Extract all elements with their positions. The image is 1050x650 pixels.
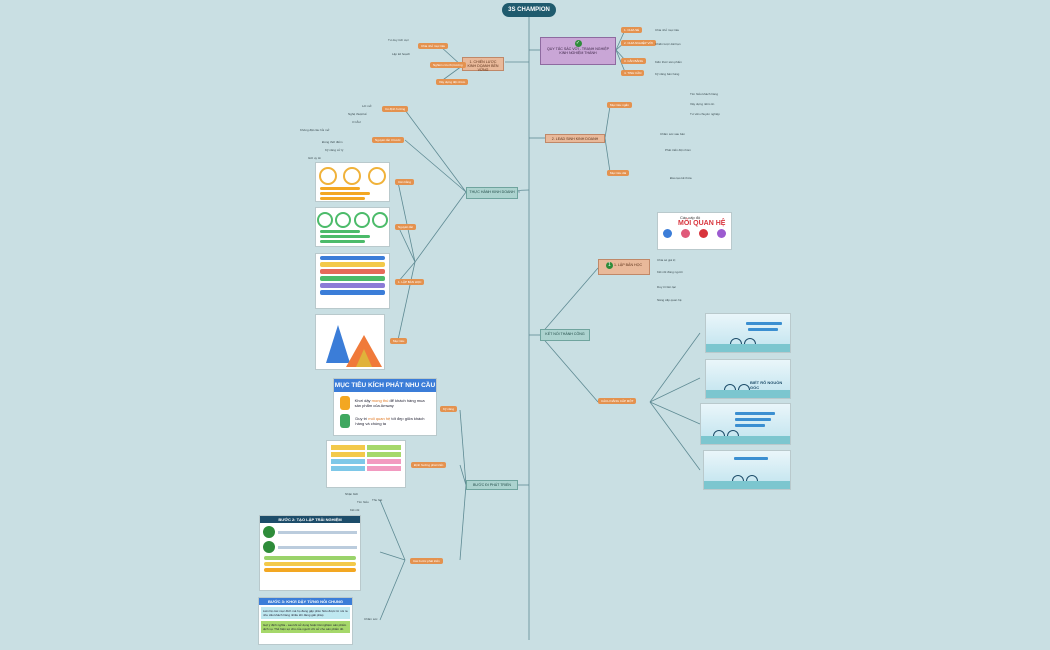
lead-note-4: Chăm sóc sau bán [660,132,686,136]
pyramid-icon [326,325,382,367]
infographic-card-2 [315,207,390,247]
bike-card-3 [700,403,791,445]
ket-noi-child-1[interactable]: 1 1. LẬP BẢN HỌC [598,259,650,275]
thuc-hanh-note-4: Không đặt câu hỏi mở [300,128,330,132]
lead-note-3: Tư vấn chuyên nghiệp [690,112,720,116]
chien-luoc-child-1[interactable]: Chia nhỏ mục tiêu [418,43,449,49]
thuc-hanh-child-4[interactable]: Nguyên tắc [395,224,417,230]
thuc-hanh-child-2[interactable]: Nguyên tắc 3 bước [372,137,404,143]
muc-tieu-title: MỤC TIÊU KÍCH PHÁT NHU CẦU [334,379,436,392]
quy-tac-note-2: Chiến lược dài hạn [655,42,681,46]
phat-trien-child-3[interactable]: Các bước phát triển [410,558,443,564]
handshake-icon [340,414,351,428]
bottom-note-1: Nhận biết [345,492,358,496]
branch-quy-tac[interactable]: ✓ QUY TẮC SÁC VỚI - TRANH NGHIỆP KINH NG… [540,37,616,65]
muc-tieu-card: MỤC TIÊU KÍCH PHÁT NHU CẦU Khơi dậy mong… [333,378,437,436]
bottom-note-3: Kết nối [350,508,360,512]
thuc-hanh-child-3[interactable]: Cân bằng [395,179,415,185]
quy-tac-child-1[interactable]: 1. CHIA SẺ [621,27,643,33]
branch-thuc-hanh[interactable]: THỰC HÀNH KINH DOANH [466,187,518,199]
muc-tieu-row-1: Khơi dậy mong thú để khách hàng mua sản … [340,396,430,410]
buoc-3-line-2: Gợi ý định nghĩa - sau khi sử dụng hoặc … [261,621,350,633]
thuc-hanh-note-2: Nghệ thuật kể [348,112,367,116]
roles-grid-card [326,440,406,488]
root-node[interactable]: 3S CHAMPION [502,3,556,17]
buoc-3-title: BƯỚC 3: KHƠI DẬY TỪNG NỖI CHUNG [259,598,352,605]
thuc-hanh-child-5[interactable]: 1. LẬP BẢN HỌC [395,279,425,285]
relationship-highlight: MỐI QUAN HỆ [678,220,726,227]
phat-trien-child-2[interactable]: Định hướng phát triển [411,462,447,468]
branch-chien-luoc[interactable]: 1. CHIẾN LƯỢC KINH DOANH BỀN VỮNG [462,57,504,72]
branch-quy-tac-label: QUY TẮC SÁC VỚI - TRANH NGHIỆP KINH NGHI… [547,47,609,55]
chien-luoc-note-2: Lập kế hoạch [392,52,411,56]
lead-note-1: Tìm hiểu khách hàng [690,92,719,96]
lead-child-1[interactable]: Mục tiêu ngắn [607,102,632,108]
quy-tac-child-2[interactable]: 2. CHIA NGHIỆP VỚI [621,40,656,46]
buoc-2-title: BƯỚC 2: TẠO LẬP TRẢI NGHIỆM [260,516,360,523]
ket-noi-note-3: Duy trì liên lạc [657,285,677,289]
quy-tac-note-4: Kỹ năng bán hàng [655,72,680,76]
bottom-note-2: Tìm hiểu [357,500,369,504]
bike-card-2: BIẾT RÕ NGUỒN GỐC [705,359,791,399]
thumbs-up-icon [340,396,350,410]
thuc-hanh-note-1: Lời mở [362,104,372,108]
buoc-3-card: BƯỚC 3: KHƠI DẬY TỪNG NỖI CHUNG Liên hệ … [258,597,353,645]
phat-trien-child-1[interactable]: Kỹ năng [440,406,458,412]
thuc-hanh-note-6: Kỹ năng xử lý [325,148,344,152]
branch-ket-noi[interactable]: KẾT NỐI THÀNH CÔNG [540,329,590,341]
ket-noi-child-2[interactable]: CÁCH NÂNG CẤP MỘT [598,398,637,404]
badge-icon: 1 [605,262,613,269]
quy-tac-child-4[interactable]: 4. TINH CẦN [621,70,645,76]
quy-tac-note-3: Kiến thức sản phẩm [655,60,682,64]
bottom-note-5: Chăm sóc [364,617,378,621]
quy-tac-child-3[interactable]: 3. CÂN BẰNG [621,58,647,64]
ket-noi-note-1: Chia sẻ giá trị [657,258,676,262]
thuc-hanh-note-3: 3 CÂU [352,120,361,124]
relationship-card: Các cấp độ MỐI QUAN HỆ [657,212,732,250]
branch-phat-trien[interactable]: BƯỚC ĐI PHÁT TRIỂN [466,480,518,490]
quy-tac-note-1: Chia nhỏ mục tiêu [655,28,680,32]
check-icon: ✓ [574,40,582,47]
ket-noi-note-2: Kết nối đúng người [657,270,683,274]
bike-card-2-title: BIẾT RÕ NGUỒN GỐC [750,380,783,390]
ket-noi-child-1-label: 1. LẬP BẢN HỌC [613,263,643,267]
thuc-hanh-note-7: Giữ uy tín [308,156,322,160]
infographic-card-3 [315,253,390,309]
infographic-card-1 [315,162,390,202]
chien-luoc-child-2[interactable]: Nghiên cứu thị trường [430,62,466,68]
thuc-hanh-child-1[interactable]: Có định hướng [382,106,409,112]
bike-card-4 [703,450,791,490]
branch-lead[interactable]: 2. LEAD SINH KINH DOANH [545,134,605,143]
ket-noi-note-4: Nâng cấp quan hệ [657,298,682,302]
bottom-note-4: Thu hút [372,498,383,502]
lead-note-5: Phát triển đội nhóm [665,148,692,152]
chien-luoc-child-3[interactable]: Xây dựng đội nhóm [436,79,469,85]
lead-note-6: Đào tạo kế thừa [670,176,692,180]
buoc-2-card: BƯỚC 2: TẠO LẬP TRẢI NGHIỆM [259,515,361,591]
buoc-3-line-1: Liên hệ các mục đích mà họ đang gặp phải… [261,607,350,619]
thuc-hanh-child-6[interactable]: Mục tiêu [390,338,408,344]
bike-card-1 [705,313,791,353]
muc-tieu-row-2: Duy trì mối quan hệ tốt đẹp giữa khách h… [340,414,430,428]
pyramid-card [315,314,385,370]
chien-luoc-note-1: Tư duy tích cực [388,38,410,42]
thuc-hanh-note-5: Đúng thời điểm [322,140,343,144]
relationship-title: Các cấp độ [680,215,701,220]
lead-child-2[interactable]: Mục tiêu dài [607,170,630,176]
lead-note-2: Xây dựng niềm tin [690,102,715,106]
